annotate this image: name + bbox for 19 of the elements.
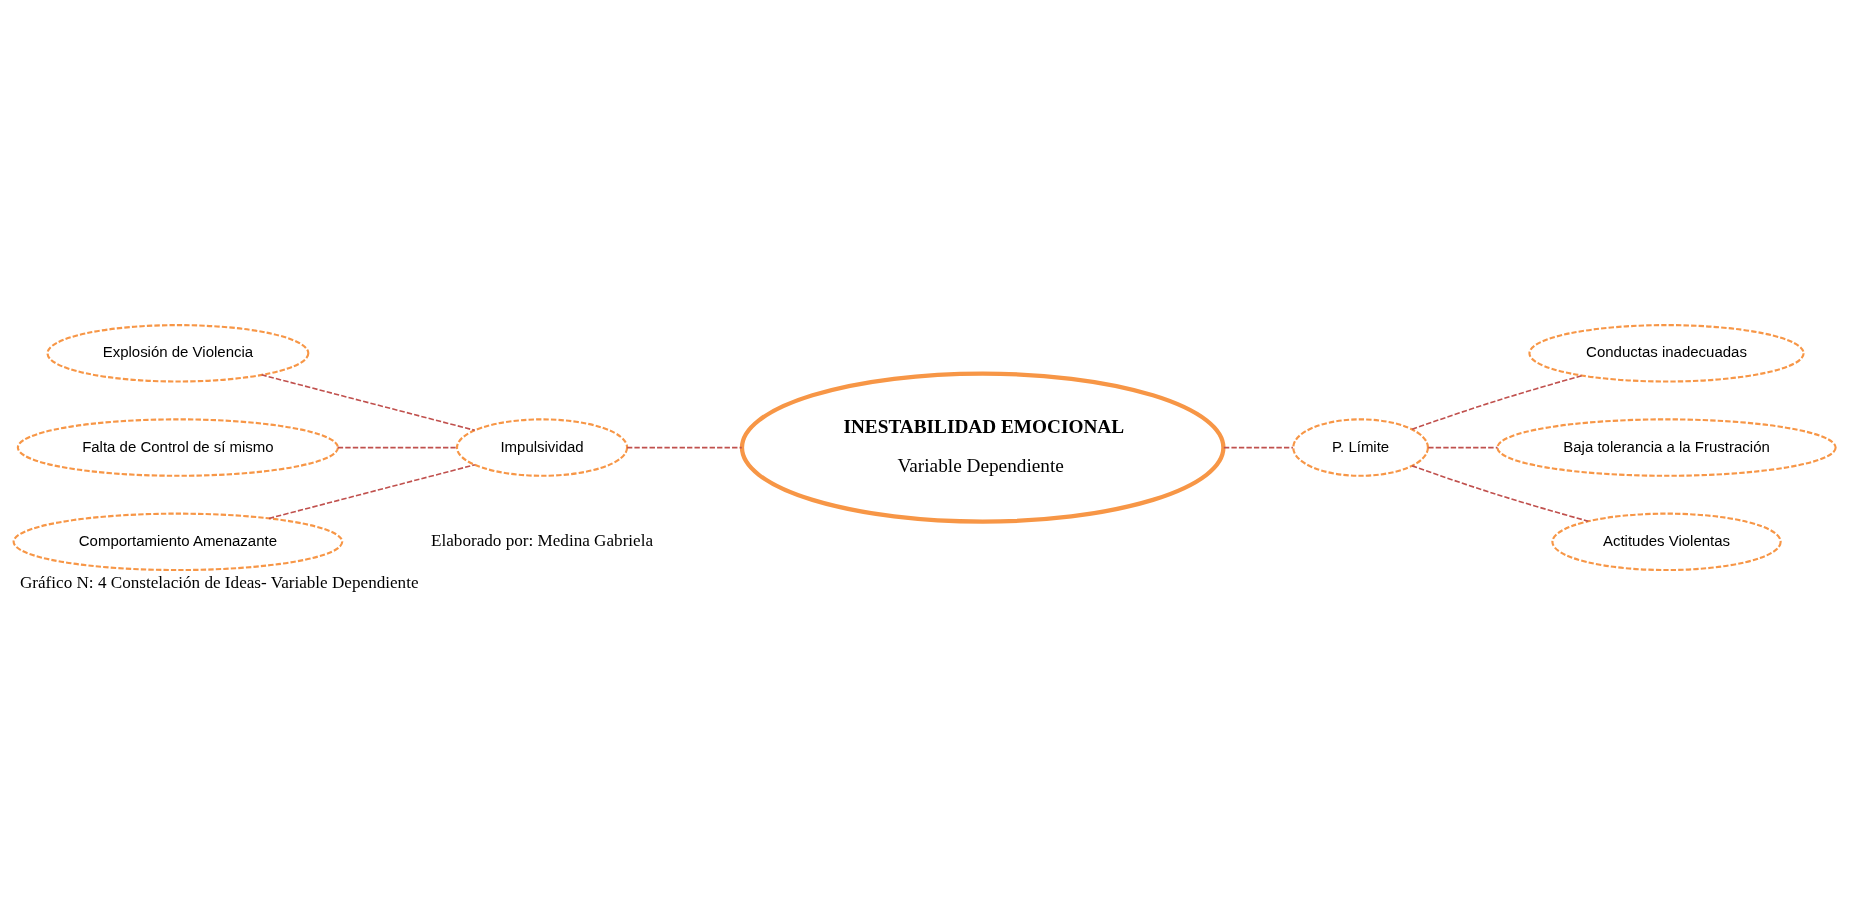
node-ellipse: Explosión de Violencia — [46, 323, 310, 383]
connector — [268, 463, 476, 519]
node-ellipse: Actitudes Violentas — [1551, 512, 1782, 571]
connector — [626, 446, 743, 448]
connector — [1411, 374, 1584, 430]
label: Elaborado por: Medina Gabriela — [431, 530, 654, 550]
connector — [260, 373, 476, 431]
node-ellipse: Comportamiento Amenazante — [12, 512, 344, 571]
connector — [336, 446, 458, 448]
node-ellipse: P. Límite — [1292, 417, 1429, 477]
node-ellipse: INESTABILIDAD EMOCIONAL Variable Dependiente — [739, 370, 1226, 524]
connector — [1411, 464, 1590, 522]
node-ellipse: Conductas inadecuadas — [1528, 323, 1805, 383]
connector — [1427, 446, 1499, 448]
node-ellipse: Baja tolerancia a la Frustración — [1496, 417, 1837, 477]
node-ellipse: Impulsividad — [455, 417, 629, 477]
node-ellipse: Falta de Control de sí mismo — [16, 417, 339, 477]
caption: Gráfico N: 4 Constelación de Ideas- Variable Dependiente — [19, 572, 419, 592]
connector — [1223, 446, 1294, 448]
